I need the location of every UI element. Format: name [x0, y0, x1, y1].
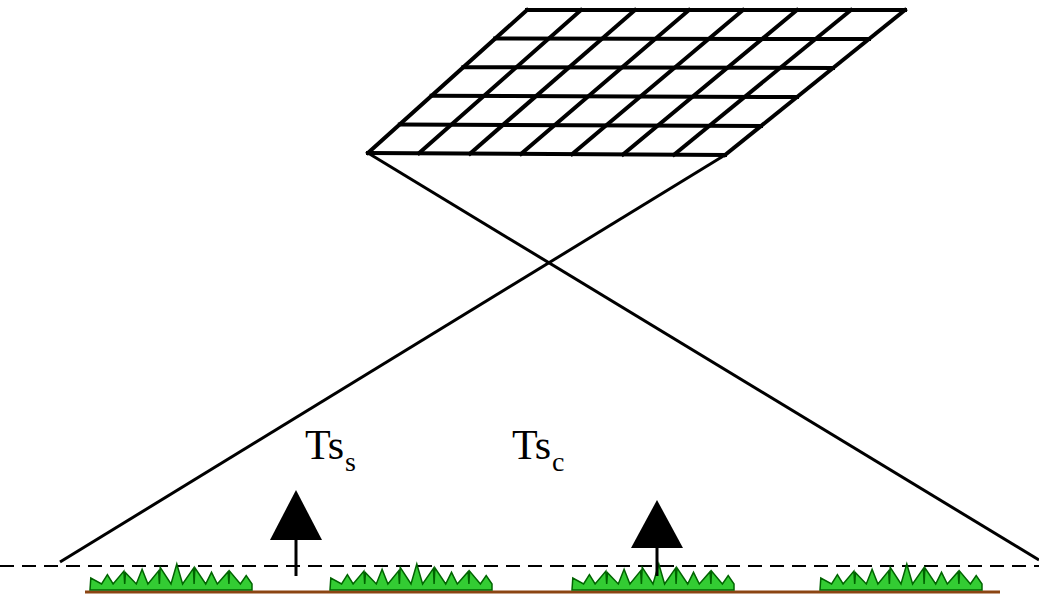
arrow: [631, 500, 683, 576]
grid-line: [470, 10, 635, 154]
arrow: [270, 490, 322, 576]
temperature-symbol: Ts: [305, 424, 344, 466]
grass-tuft: [90, 564, 252, 590]
grid-line: [623, 10, 797, 154]
subscript: s: [345, 448, 356, 476]
view-line: [60, 155, 725, 562]
temperature-symbol: Ts: [512, 424, 551, 466]
subscript: c: [552, 448, 564, 476]
sensor-grid: [368, 10, 905, 155]
grass-tufts: [90, 564, 982, 590]
grid-line: [572, 10, 743, 154]
dashed-line: [0, 565, 1039, 567]
grass-tuft: [572, 564, 734, 590]
ground-line: [85, 591, 1000, 594]
grid-line: [725, 10, 905, 155]
grid-line: [674, 10, 851, 155]
grid-line: [419, 10, 581, 153]
grass-tuft: [330, 564, 492, 590]
grid-line: [521, 10, 689, 154]
grass-tuft: [820, 564, 982, 590]
view-line: [368, 153, 1039, 560]
